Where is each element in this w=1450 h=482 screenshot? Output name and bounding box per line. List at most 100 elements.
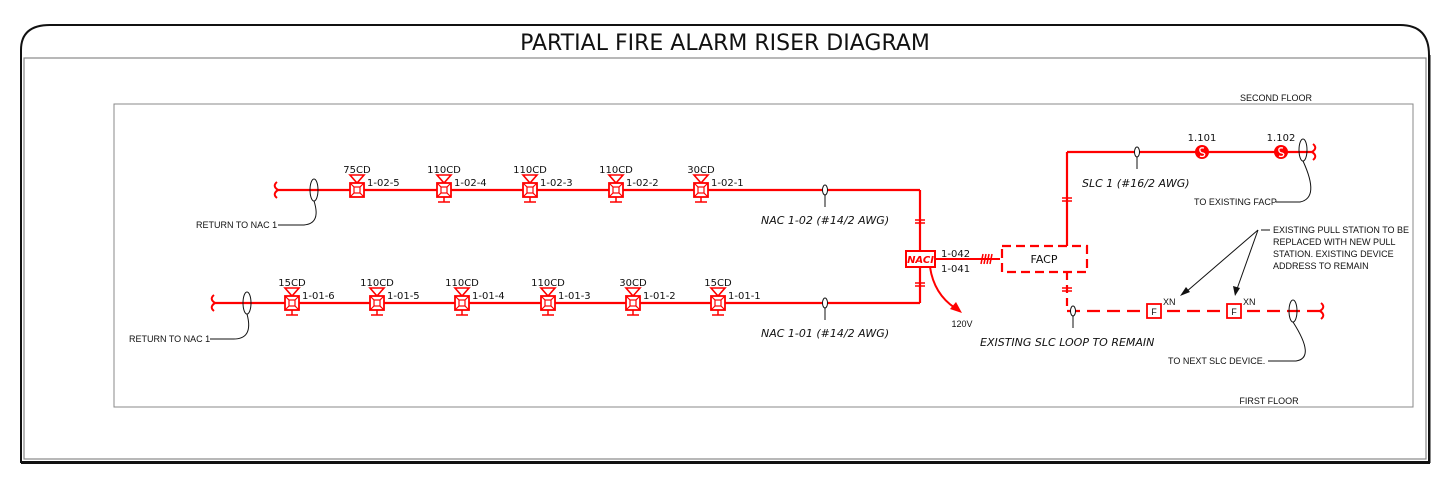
candela-rating: 110CD <box>360 278 394 289</box>
candela-rating: 15CD <box>704 278 732 289</box>
pull-station-note-line: ADDRESS TO REMAIN <box>1273 261 1369 271</box>
strobe-triangle-icon <box>283 287 301 298</box>
device-id: 1-02-5 <box>367 178 400 189</box>
outer-frame <box>20 24 1430 463</box>
return-to-nac-label: RETURN TO NAC 1 <box>196 220 277 230</box>
pull-station-device[interactable]: F XN <box>1226 297 1256 319</box>
horn-strobe-device[interactable]: 30CD 1-02-1 <box>687 165 744 203</box>
strobe-triangle-icon <box>435 174 453 185</box>
power-feed-line <box>929 266 956 309</box>
naci-label: NACI <box>907 255 934 266</box>
strobe-triangle-icon <box>453 287 471 298</box>
candela-rating: 15CD <box>278 278 306 289</box>
pull-station-note-line: REPLACED WITH NEW PULL <box>1273 237 1396 247</box>
strobe-triangle-icon <box>607 174 625 185</box>
nac-1-01-label: NAC 1-01 (#14/2 AWG) <box>761 327 889 340</box>
horn-strobe-device[interactable]: 15CD 1-01-1 <box>704 278 761 316</box>
riser-break-marks <box>915 219 925 224</box>
strobe-triangle-icon <box>624 287 642 298</box>
leader-line <box>1276 160 1312 203</box>
horn-strobe-device[interactable]: 110CD 1-01-4 <box>445 278 505 316</box>
candela-rating: 110CD <box>513 165 547 176</box>
device-id: 1-01-2 <box>643 291 676 302</box>
strobe-triangle-icon <box>348 174 366 185</box>
floor-boundary <box>113 103 1414 408</box>
device-id: 1-02-4 <box>454 178 487 189</box>
continuation-symbol-icon <box>210 294 216 312</box>
facp-label: FACP <box>1031 253 1058 266</box>
continuation-symbol-icon <box>1319 302 1325 320</box>
strobe-triangle-icon <box>368 287 386 298</box>
nac-1-01-circuit: RETURN TO NAC 1 NAC 1-01 (#14/2 AWG) 15C… <box>129 267 925 344</box>
candela-rating: 75CD <box>343 165 371 176</box>
strobe-triangle-icon <box>709 287 727 298</box>
horn-strobe-device[interactable]: 110CD 1-02-2 <box>599 165 659 203</box>
horn-strobe-device[interactable]: 75CD 1-02-5 <box>343 165 400 198</box>
note-leader-arrows <box>1180 229 1270 296</box>
pull-station-icon <box>1146 303 1162 319</box>
leader-line <box>210 313 250 340</box>
device-id: 1-01-3 <box>558 291 591 302</box>
to-next-slc-label: TO NEXT SLC DEVICE. <box>1168 356 1265 366</box>
first-floor-label: FIRST FLOOR <box>1239 396 1299 406</box>
pull-station-note-line: STATION. EXISTING DEVICE <box>1273 249 1394 259</box>
device-id: 1-01-6 <box>302 291 335 302</box>
candela-rating: 110CD <box>599 165 633 176</box>
wire-tag-icon <box>822 297 828 309</box>
device-id: 1-02-3 <box>540 178 573 189</box>
horn-strobe-device[interactable]: 15CD 1-01-6 <box>278 278 335 316</box>
nac-1-02-devices: 75CD 1-02-5 110CD 1-02-4 110CD 1-02-3 110CD 1-0… <box>343 165 744 203</box>
candela-rating: 110CD <box>531 278 565 289</box>
pull-station-device[interactable]: F XN <box>1146 297 1176 319</box>
continuation-symbol-icon <box>1311 143 1317 161</box>
device-id: 1-02-2 <box>626 178 659 189</box>
pull-station-address: XN <box>1243 297 1256 307</box>
pull-station-symbol: F <box>1231 307 1237 317</box>
pull-station-note: EXISTING PULL STATION TO BE REPLACED WIT… <box>1273 225 1412 271</box>
slc-1-label: SLC 1 (#16/2 AWG) <box>1082 177 1190 190</box>
naci-circuit-bottom: 1-041 <box>941 264 970 275</box>
horn-strobe-device[interactable]: 110CD 1-01-3 <box>531 278 591 316</box>
return-to-nac-label: RETURN TO NAC 1 <box>129 334 210 344</box>
candela-rating: 30CD <box>619 278 647 289</box>
strobe-triangle-icon <box>539 287 557 298</box>
diagram-title: PARTIAL FIRE ALARM RISER DIAGRAM <box>520 31 930 56</box>
to-existing-facp-label: TO EXISTING FACP <box>1194 197 1277 207</box>
arrow-head-icon <box>950 302 962 313</box>
slc-addressable-device[interactable]: 1.101 <box>1188 133 1217 159</box>
leader-line <box>1268 321 1306 362</box>
existing-slc-circuit: EXISTING SLC LOOP TO REMAIN F XN F XN TO NE… <box>980 225 1412 366</box>
candela-rating: 110CD <box>445 278 479 289</box>
nac-1-01-devices: 15CD1-01-6110CD1-01-5110CD1-01-4110CD1-0… <box>278 278 761 316</box>
continuation-symbol-icon <box>273 181 279 199</box>
power-label: 120V <box>951 319 972 329</box>
facp-panel[interactable]: FACP <box>1000 244 1089 274</box>
device-id: 1-01-1 <box>728 291 761 302</box>
candela-rating: 30CD <box>687 165 715 176</box>
nac-1-02-label: NAC 1-02 (#14/2 AWG) <box>761 214 889 227</box>
smoke-detector-icon <box>1274 145 1288 159</box>
leader-line <box>278 200 317 226</box>
device-id: 1-02-1 <box>711 178 744 189</box>
smoke-detector-icon <box>1195 145 1209 159</box>
strobe-triangle-icon <box>521 174 539 185</box>
wire-tag-icon <box>822 184 828 196</box>
facp-box[interactable] <box>1000 244 1089 274</box>
pull-stations: F XN F XN <box>1146 297 1256 319</box>
nac-1-02-circuit: RETURN TO NAC 1 NAC 1-02 (#14/2 AWG) 75C… <box>196 165 925 251</box>
outer-frame-inner <box>23 57 1427 460</box>
horn-strobe-device[interactable]: 110CD 1-02-3 <box>513 165 573 203</box>
pull-station-address: XN <box>1163 297 1176 307</box>
naci-panel[interactable]: NACI <box>905 250 936 268</box>
pull-station-icon <box>1226 303 1242 319</box>
device-id: 1-01-4 <box>472 291 505 302</box>
horn-strobe-device[interactable]: 30CD 1-01-2 <box>619 278 676 316</box>
second-floor-label: SECOND FLOOR <box>1240 93 1313 103</box>
slc-addressable-device[interactable]: 1.102 <box>1267 133 1296 159</box>
candela-rating: 110CD <box>427 165 461 176</box>
existing-slc-label: EXISTING SLC LOOP TO REMAIN <box>980 336 1154 349</box>
pull-station-symbol: F <box>1151 307 1157 317</box>
horn-strobe-device[interactable]: 110CD 1-02-4 <box>427 165 487 203</box>
